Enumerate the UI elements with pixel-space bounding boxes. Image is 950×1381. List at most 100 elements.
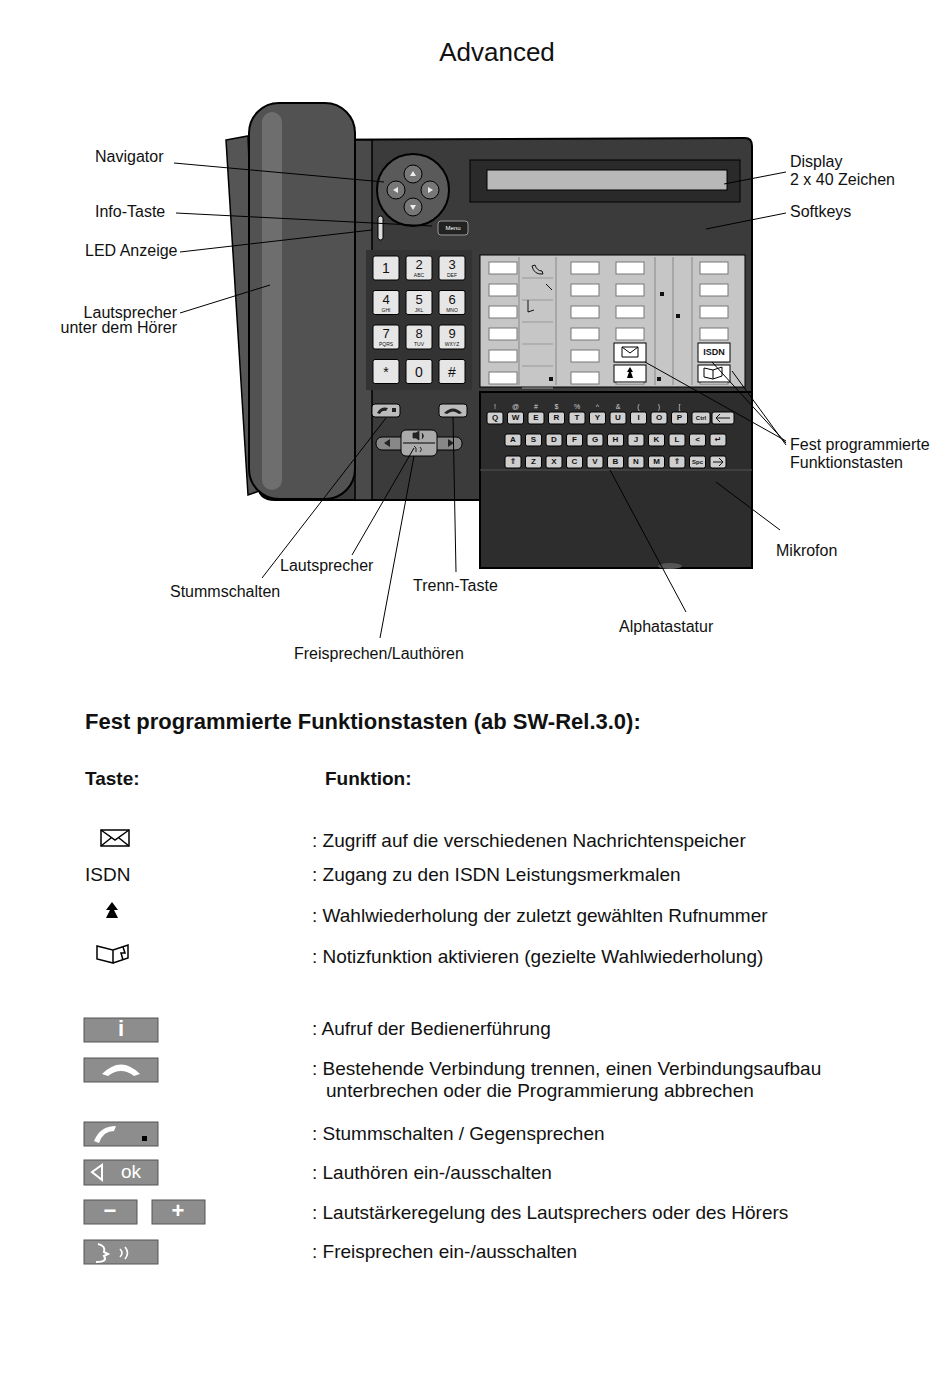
table-cell: : Aufruf der Bedienerführung [312,1018,551,1040]
key-label-slot [700,306,728,318]
keyboard-key [567,434,583,446]
message-key [614,343,646,362]
display-frame [470,160,740,202]
table-cell: : Lautstärkeregelung des Lautsprechers o… [312,1202,788,1224]
keypad-label: GHI [382,307,391,312]
keyboard-label: M [653,458,660,466]
keyboard-key [710,456,726,468]
keyboard-key [546,434,562,446]
keypad-label: 4 [382,292,389,307]
keyboard-key [610,412,626,424]
keyboard-label: ( [637,403,639,410]
keyboard-key [526,456,542,468]
keypad-key [439,360,465,384]
keyboard-label: A [510,436,516,444]
keyboard-key [508,412,524,424]
callout-label: Freisprechen/Lauthören [294,645,464,663]
keyboard-key [587,456,603,468]
keyboard-label: G [592,436,598,444]
table-cell: i [118,1016,124,1041]
display [487,170,727,190]
led-dot [657,377,661,381]
table-heading: Funktion: [325,768,412,790]
keyboard-key [567,456,583,468]
keyboard-label: V [592,458,597,466]
leader-line [706,213,786,229]
keypad-label: JKL [415,307,424,312]
table-cell: + [172,1198,185,1223]
key-label-slot [571,262,599,274]
navigator [377,154,449,226]
leader-line [174,163,384,182]
hangup-key-icon [84,1058,158,1082]
key-label-slot [571,350,599,362]
keyboard-label: U [615,414,621,422]
callout-label: LED Anzeige [85,242,178,260]
keyboard-label: @ [512,403,519,410]
speaker-key-icon [84,1160,158,1185]
redial-icon [106,902,118,918]
keyboard-key [669,434,685,446]
keyboard-label: Spc [692,459,703,465]
keyboard-label: ⇑ [674,458,681,466]
keypad-label: 2 [415,258,422,273]
table-cell: : Freisprechen ein-/ausschalten [312,1241,577,1263]
nav-arrows [393,171,433,210]
leader-line [716,482,780,530]
mute-key [372,404,400,417]
leader-line [724,172,786,184]
leader-line [180,230,372,252]
handset [249,103,355,499]
panel-divider [673,257,674,385]
keyboard-key [690,456,706,468]
panel-divider [519,257,520,385]
keypad-key [439,325,465,349]
notebook-key [698,365,730,382]
key-label-slot [489,372,517,384]
key-label-slot [616,328,644,340]
keyboard-label: % [574,403,580,410]
keyboard-label: I [637,414,639,422]
keypad-label: DEF [447,273,457,278]
leader-line [352,448,414,555]
handsfree-divider [403,443,435,444]
keyboard-edge [480,470,752,471]
table-heading: Fest programmierte Funktionstasten (ab S… [85,709,641,734]
keyboard-label: ↵ [715,436,722,444]
menu-key [438,221,468,235]
callout-label: Softkeys [790,203,851,221]
leader-line [180,285,270,313]
led-dot [676,314,680,318]
panel-icon [528,265,552,312]
keyboard-label: L [675,436,680,444]
hangup-symbol [444,409,462,415]
keyboard-key [608,456,624,468]
notebook-icon [121,947,125,960]
key-label-slot [571,328,599,340]
keyboard-label: ! [494,403,496,410]
keypad-label: WXYZ [445,342,459,347]
keyboard-label: ) [658,403,660,410]
table-cell: ok [121,1161,141,1183]
keyboard-label: ^ [596,403,599,410]
keypad-label: # [448,363,456,379]
keyboard-label: < [695,436,700,444]
isdn-key [698,343,730,362]
keyboard-key [590,412,606,424]
callout-label: Lautsprecher [280,557,373,575]
key-label-slot [700,262,728,274]
keyboard-key [712,412,734,424]
keypad-key [439,291,465,315]
led [378,216,383,240]
callout-label: Alphatastatur [619,618,713,636]
key-label-slot [571,306,599,318]
keyboard-label: $ [555,403,559,410]
table-cell: : Stummschalten / Gegensprechen [312,1123,605,1145]
keyboard-label: H [613,436,619,444]
callout-label: Stummschalten [170,583,280,601]
table-cell: : Zugriff auf die verschiedenen Nachrich… [312,830,746,852]
keyboard-key [526,434,542,446]
envelope-icon [101,830,129,846]
keypad-label: 7 [382,327,389,342]
mute-key-icon [84,1122,158,1146]
